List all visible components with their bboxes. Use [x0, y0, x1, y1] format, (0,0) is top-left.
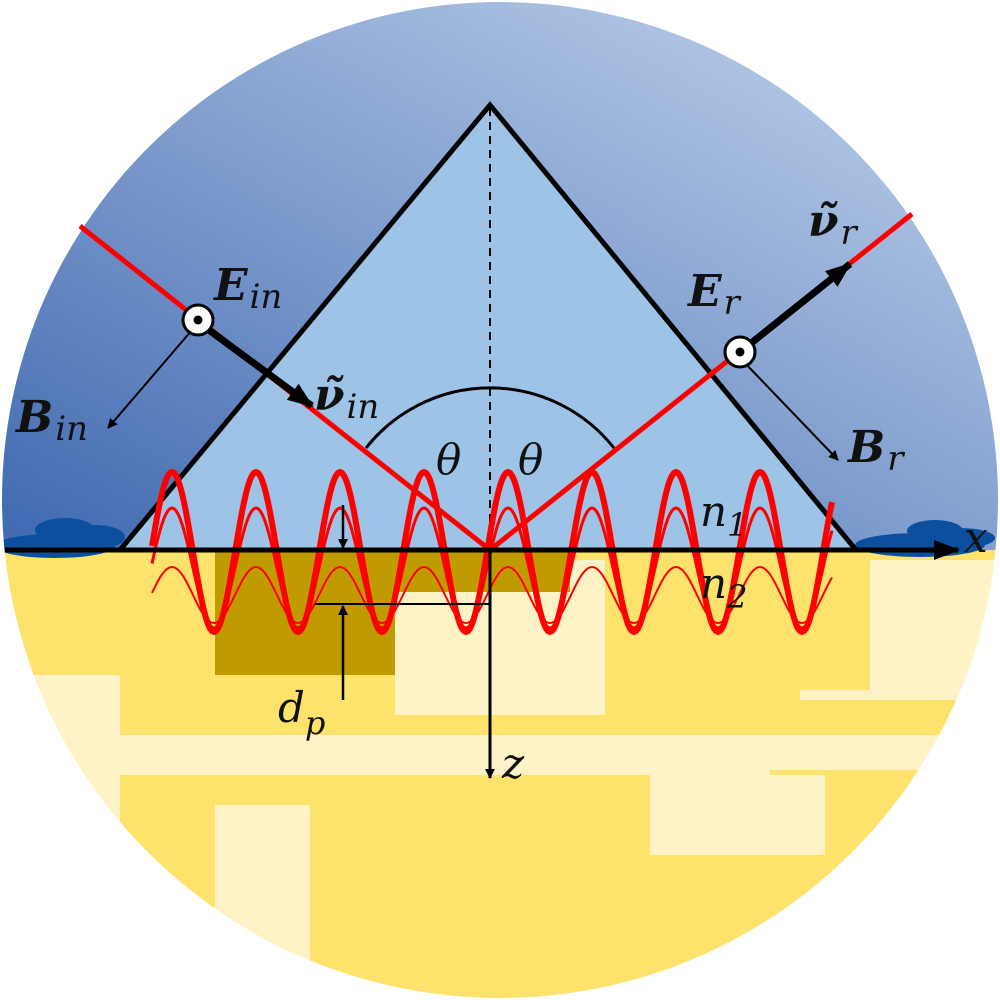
v-r-label: ν̃r [808, 196, 859, 253]
n1-label: n1 [700, 487, 747, 544]
x-axis-label: x [964, 513, 988, 562]
e-r-out-of-plane-icon [723, 335, 757, 369]
theta-right-label: θ [518, 435, 543, 484]
e-r-label: Er [686, 266, 742, 323]
n2-label: n2 [700, 559, 747, 616]
evanescent-wave [149, 468, 835, 636]
v-in-label: ν̃in [314, 370, 379, 427]
b-r-arrow [743, 361, 839, 461]
e-in-label: Ein [212, 260, 282, 317]
b-in-label: Bin [14, 392, 88, 449]
theta-left-label: θ [436, 435, 461, 484]
v-in-arrow [195, 319, 315, 409]
e-in-out-of-plane-icon [181, 303, 215, 337]
b-r-label: Br [846, 422, 905, 479]
v-r-arrow [737, 261, 853, 355]
dp-label: dp [278, 683, 325, 742]
b-in-arrow [107, 329, 193, 429]
z-axis-label: z [501, 739, 525, 788]
angle-arc [364, 386, 616, 449]
